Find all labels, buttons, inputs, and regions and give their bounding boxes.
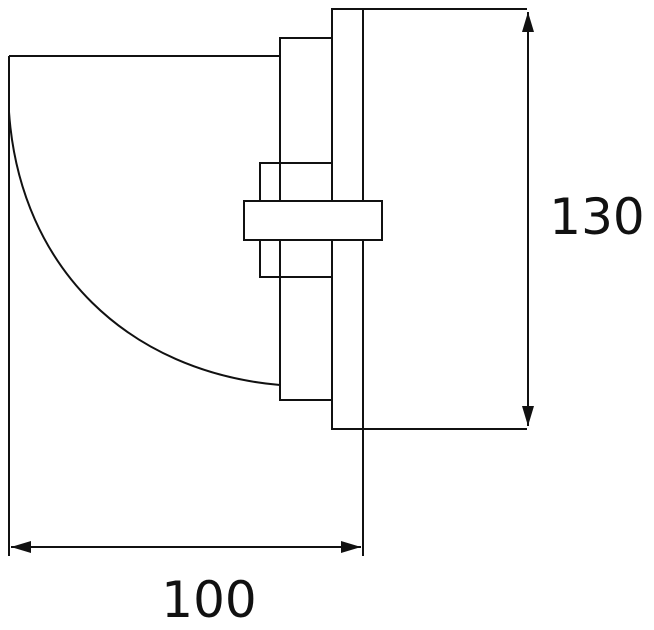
height-dimension-label: 130 [549,188,644,246]
clamp-bar [243,200,383,241]
shade-curve [8,56,281,386]
lamp-body [8,8,383,430]
dimension-lines [8,8,534,556]
width-dimension-label: 100 [161,571,256,629]
